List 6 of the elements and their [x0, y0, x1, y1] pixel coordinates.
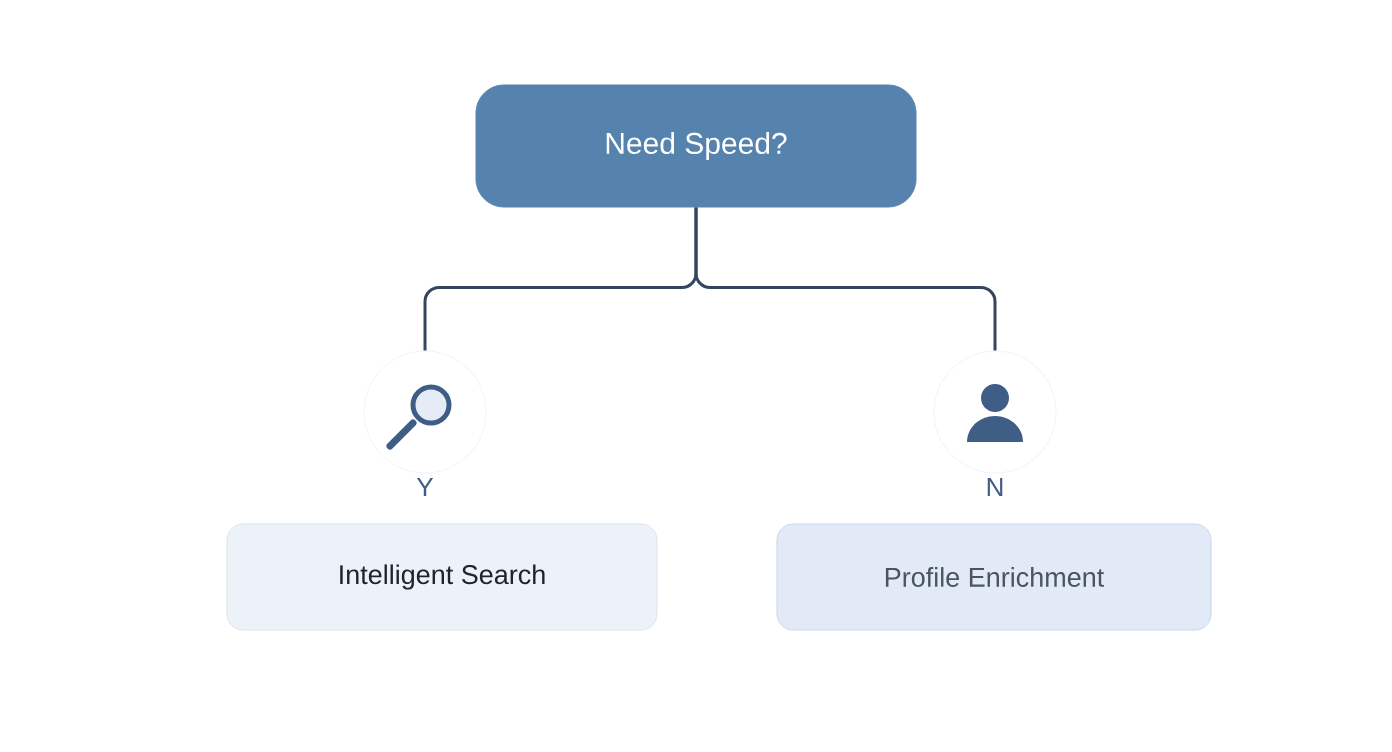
- connector: [694, 207, 997, 351]
- branch-label: Y: [416, 478, 434, 496]
- decision-box: Need Speed?: [475, 84, 917, 208]
- outcome-box: Intelligent Search: [226, 523, 658, 631]
- outcome-box: Profile Enrichment: [776, 523, 1212, 631]
- branch-label: N: [987, 478, 1003, 496]
